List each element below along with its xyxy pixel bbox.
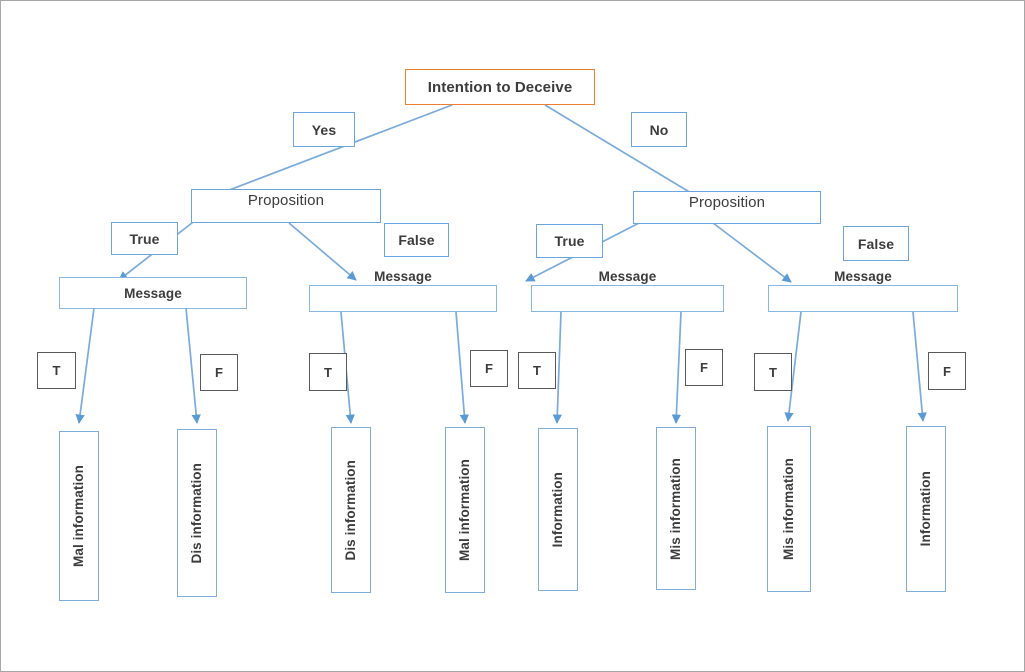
truth-label-false-left-text: False bbox=[398, 232, 435, 248]
message-node-4[interactable]: Message bbox=[768, 269, 958, 312]
proposition-node-right[interactable]: Proposition bbox=[633, 191, 821, 224]
tf-node-4-label: F bbox=[484, 361, 494, 376]
tf-node-8-false[interactable]: F bbox=[928, 352, 966, 390]
tf-node-1-label: T bbox=[52, 363, 61, 378]
root-node-label: Intention to Deceive bbox=[427, 78, 573, 96]
truth-label-true-left[interactable]: True bbox=[111, 222, 178, 255]
proposition-left-label: Proposition bbox=[247, 192, 325, 209]
tf-node-1-true[interactable]: T bbox=[37, 352, 76, 389]
leaf-node-5-information[interactable]: Information bbox=[538, 428, 578, 591]
leaf-node-6-mis-information[interactable]: Mis information bbox=[656, 427, 696, 590]
proposition-right-label: Proposition bbox=[688, 194, 766, 211]
truth-label-true-left-text: True bbox=[129, 230, 160, 247]
tf-node-2-false[interactable]: F bbox=[200, 354, 238, 391]
truth-label-false-left[interactable]: False bbox=[384, 223, 449, 257]
leaf-node-1-label: Mal information bbox=[71, 465, 87, 567]
tf-node-3-true[interactable]: T bbox=[309, 353, 347, 391]
leaf-node-8-label: Information bbox=[918, 471, 934, 547]
tf-node-7-label: T bbox=[768, 364, 778, 380]
truth-label-false-right[interactable]: False bbox=[843, 226, 909, 261]
branch-label-yes[interactable]: Yes bbox=[293, 112, 355, 147]
leaf-node-2-label: Dis information bbox=[189, 462, 205, 564]
tf-node-7-true[interactable]: T bbox=[754, 353, 792, 391]
message-node-3[interactable]: Message bbox=[531, 269, 724, 312]
tf-node-5-true[interactable]: T bbox=[518, 352, 556, 389]
leaf-node-4-label: Mal information bbox=[457, 459, 473, 561]
message-node-2[interactable]: Message bbox=[309, 269, 497, 312]
tf-node-5-label: T bbox=[532, 363, 542, 378]
leaf-node-2-dis-information[interactable]: Dis information bbox=[177, 429, 217, 597]
leaf-node-3-dis-information[interactable]: Dis information bbox=[331, 427, 371, 593]
leaf-node-1-mal-information[interactable]: Mal information bbox=[59, 431, 99, 601]
branch-label-no-text: No bbox=[649, 121, 669, 138]
leaf-node-7-mis-information[interactable]: Mis information bbox=[767, 426, 811, 592]
leaf-node-4-mal-information[interactable]: Mal information bbox=[445, 427, 485, 593]
truth-label-false-right-text: False bbox=[857, 235, 895, 252]
tf-node-8-label: F bbox=[942, 363, 952, 379]
message-node-4-label: Message bbox=[834, 269, 892, 284]
branch-label-no[interactable]: No bbox=[631, 112, 687, 147]
truth-label-true-right[interactable]: True bbox=[536, 224, 603, 258]
truth-label-true-right-text: True bbox=[554, 233, 585, 249]
leaf-node-8-information[interactable]: Information bbox=[906, 426, 946, 592]
tf-node-6-label: F bbox=[699, 360, 709, 375]
tf-node-4-false[interactable]: F bbox=[470, 350, 508, 387]
leaf-node-5-label: Information bbox=[550, 471, 566, 548]
root-node-intention-to-deceive[interactable]: Intention to Deceive bbox=[405, 69, 595, 105]
message-node-1-label: Message bbox=[124, 285, 182, 301]
message-node-1[interactable]: Message bbox=[59, 277, 247, 309]
message-node-2-label: Message bbox=[374, 269, 432, 284]
message-node-3-label: Message bbox=[598, 269, 657, 284]
tf-node-2-label: F bbox=[214, 365, 224, 380]
leaf-node-6-label: Mis information bbox=[668, 457, 684, 560]
tf-node-3-label: T bbox=[323, 364, 333, 380]
leaf-node-3-label: Dis information bbox=[343, 459, 359, 561]
proposition-node-left[interactable]: Proposition bbox=[191, 189, 381, 223]
tf-node-6-false[interactable]: F bbox=[685, 349, 723, 386]
leaf-node-7-label: Mis information bbox=[781, 458, 797, 560]
branch-label-yes-text: Yes bbox=[311, 121, 337, 138]
